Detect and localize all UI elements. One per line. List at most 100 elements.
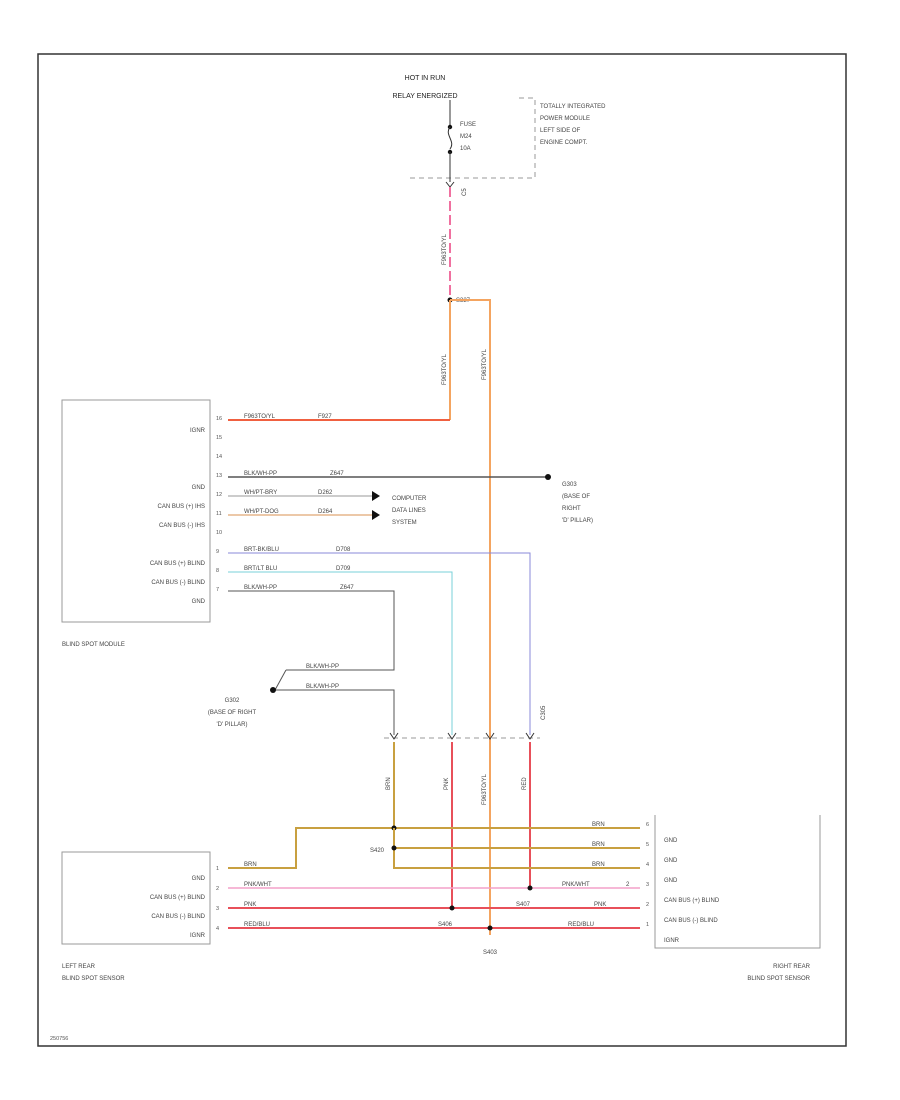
module-pin-canl-ihs: CAN BUS (-) IHS — [159, 523, 205, 529]
module-pin-num: 11 — [216, 511, 222, 517]
blind-spot-module-name: BLIND SPOT MODULE — [62, 642, 125, 648]
canh-blind-color: BRT-BK/BLU — [244, 547, 279, 553]
cds-line3: SYSTEM — [392, 520, 417, 526]
left-sensor-pin-num: 1 — [216, 866, 219, 872]
g302-line2: 'D' PILLAR) — [217, 722, 248, 728]
left-ignr-label: RED/BLU — [244, 922, 270, 928]
module-gnd-wire-code: Z647 — [330, 471, 344, 477]
splice-ignr — [487, 925, 493, 931]
canh-ihs-code: D262 — [318, 490, 333, 496]
blind-spot-module-box — [61, 399, 211, 623]
module-pin-num: 10 — [216, 530, 222, 536]
arrow-icon-canh-ihs — [372, 491, 380, 501]
vert-red-label: RED — [522, 777, 528, 790]
g303-line1: (BASE OF — [562, 494, 590, 500]
left-gnd-label: BRN — [244, 862, 257, 868]
g302-ground-icon — [270, 687, 276, 693]
module-pin-ignr: IGNR — [190, 428, 206, 434]
left-sensor-box — [61, 851, 211, 945]
diagram-frame — [37, 53, 847, 1047]
right-gnd-wire-3 — [393, 828, 640, 869]
canh-blind-code: D708 — [336, 547, 351, 553]
splice-canh — [527, 885, 533, 891]
module-canh-blind-wire — [228, 552, 531, 735]
diagram-code: 250756 — [50, 1036, 68, 1042]
canl-ihs-code: D264 — [318, 509, 333, 515]
power-label-relay-energized: RELAY ENERGIZED — [392, 93, 457, 100]
c305-pin-icon — [485, 732, 495, 740]
left-sensor-name-1: LEFT REAR — [62, 964, 96, 970]
g302-wire-1-label: BLK/WH-PP — [306, 664, 339, 670]
left-sensor-name-2: BLIND SPOT SENSOR — [62, 976, 125, 982]
power-label-hot-in-run: HOT IN RUN — [405, 75, 446, 82]
canl-blind-code: D709 — [336, 566, 351, 572]
module-pin-num: 16 — [216, 416, 222, 422]
tipm-label-1: TOTALLY INTEGRATED — [540, 104, 606, 110]
tipm-label-3: LEFT SIDE OF — [540, 128, 581, 134]
gnd2-code: Z647 — [340, 585, 354, 591]
right-canl-label: PNK — [594, 902, 606, 908]
right-sensor-pin-gnd3: GND — [664, 878, 678, 884]
right-canh-label: PNK/WHT — [562, 882, 590, 888]
feed-wire-left-label: F963TO/YL — [442, 353, 448, 385]
g302-wire-2-label: BLK/WH-PP — [306, 684, 339, 690]
left-sensor-pin-canl: CAN BUS (-) BLIND — [151, 914, 205, 920]
right-gnd1-label: BRN — [592, 822, 605, 828]
module-pin-num: 13 — [216, 473, 222, 479]
vert-feed-label: F963TO/YL — [482, 773, 488, 805]
right-sensor-pin-canl: CAN BUS (-) BLIND — [664, 918, 718, 924]
module-pin-num: 7 — [216, 587, 219, 593]
left-canh-label: PNK/WHT — [244, 882, 272, 888]
right-sensor-box — [654, 815, 821, 949]
c305-pin-icon — [389, 732, 399, 740]
right-sensor-pin-gnd2: GND — [664, 858, 678, 864]
arrow-icon-canl-ihs — [372, 510, 380, 520]
g303-line3: 'D' PILLAR) — [562, 518, 593, 524]
left-sensor-pin-num: 3 — [216, 906, 219, 912]
right-sensor-pin-num: 3 — [646, 882, 649, 888]
fuse-rating: 10A — [460, 146, 471, 152]
canh-ihs-color: WH/PT-BRY — [244, 490, 277, 496]
module-pin-num: 9 — [216, 549, 219, 555]
left-sensor-pin-ignr: IGNR — [190, 933, 206, 939]
splice-s403-label: S403 — [483, 950, 498, 956]
feed-wire-right-label: F963TO/YL — [482, 348, 488, 380]
right-ignr-label: RED/BLU — [568, 922, 594, 928]
module-canl-blind-wire — [228, 571, 453, 735]
c305-label: C305 — [541, 705, 547, 720]
mid-ignr-splice-label: S406 — [438, 922, 453, 928]
cds-line2: DATA LINES — [392, 508, 426, 514]
g303-name: G303 — [562, 482, 577, 488]
right-gnd3-label: BRN — [592, 862, 605, 868]
c5-connector-label: C5 — [462, 188, 468, 196]
right-sensor-pin-gnd1: GND — [664, 838, 678, 844]
left-gnd-wire — [228, 827, 640, 869]
module-pin-num: 8 — [216, 568, 219, 574]
right-sensor-pin-canh: CAN BUS (+) BLIND — [664, 898, 720, 904]
module-pin-num: 15 — [216, 435, 222, 441]
mid-canl-splice-label: S407 — [516, 902, 531, 908]
gnd2-color: BLK/WH-PP — [244, 585, 277, 591]
right-sensor-pin-num: 1 — [646, 922, 649, 928]
right-sensor-name-1: RIGHT REAR — [773, 964, 811, 970]
fuse-id: M24 — [460, 134, 472, 140]
splice-canl — [449, 905, 455, 911]
module-gnd2-wire — [228, 590, 395, 671]
cds-line1: COMPUTER — [392, 496, 427, 502]
left-sensor-pin-gnd: GND — [192, 876, 206, 882]
feed-wire-right — [450, 299, 491, 935]
g303-line2: RIGHT — [562, 506, 581, 512]
module-ignr-wire-color: F963TO/YL — [244, 414, 276, 420]
fuse-icon — [447, 126, 453, 150]
module-pin-num: 14 — [216, 454, 222, 460]
canl-blind-color: BRT/LT BLU — [244, 566, 277, 572]
right-sensor-pin-num: 5 — [646, 842, 649, 848]
right-sensor-pin-num: 6 — [646, 822, 649, 828]
right-sensor-pin-ignr: IGNR — [664, 938, 680, 944]
module-pin-canh-ihs: CAN BUS (+) IHS — [157, 504, 205, 510]
feed-wire-top-label: F963TO/YL — [442, 233, 448, 265]
right-sensor-pin-num: 2 — [646, 902, 649, 908]
splice-s420-label: S420 — [370, 848, 385, 854]
g302-name: G302 — [225, 698, 240, 704]
